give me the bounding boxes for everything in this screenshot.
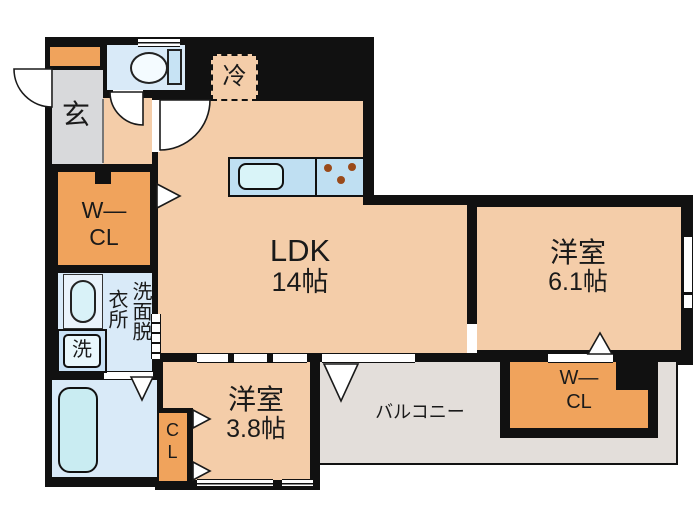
bathtub: [58, 387, 98, 473]
ldk-label: LDK 14帖: [230, 233, 370, 302]
washroom-door: [151, 314, 161, 359]
bedroom-bottom-floor-a: [163, 362, 310, 408]
toilet-door-gap: [113, 90, 143, 99]
window-bedroom-bottom-2: [282, 479, 313, 487]
washer-label: 洗: [72, 339, 92, 361]
window-bedroom-bottom-1: [197, 479, 273, 487]
washroom-label: 洗面脱 衣所: [101, 281, 152, 373]
bedroom-bottom-floor-b: [193, 408, 310, 480]
sliding-door-tick-1: [228, 353, 234, 363]
entrance-hall-divider: [102, 99, 104, 163]
wic-left-line2: CL: [89, 224, 119, 250]
washing-machine: [63, 334, 101, 368]
wic-left-label: W― CL: [58, 197, 150, 253]
wic-right-line1: W―: [559, 367, 599, 389]
ldk-floor-lower: [158, 205, 467, 353]
wic-left-floor: [58, 172, 150, 265]
stove-burner-1: [324, 164, 332, 172]
kitchen-counter-divider: [315, 157, 317, 197]
window-ldk-balcony: [322, 353, 415, 363]
balcony-label: バルコニー: [375, 402, 465, 422]
wic-left-line1: W―: [81, 197, 127, 223]
sliding-door-ldk-bedroom: [197, 353, 307, 363]
toilet-bowl: [130, 52, 168, 84]
stove-burner-3: [337, 176, 345, 184]
bedroom-right-floor: [477, 207, 681, 350]
sliding-door-tick-2: [267, 353, 273, 363]
window-above-toilet: [138, 38, 180, 47]
shoe-cabinet: [50, 47, 100, 66]
entrance-floor: [52, 70, 103, 164]
bedroom-right-name: 洋室: [549, 237, 606, 268]
entrance-label: 玄: [61, 99, 90, 130]
ldk-name: LDK: [269, 233, 331, 268]
wic-right-notch: [616, 362, 648, 390]
wash-basin: [70, 280, 96, 323]
doorway-ldk-bedroom-right: [467, 324, 477, 353]
washroom-label-col-left: 衣所: [105, 289, 127, 329]
wic-right-label: W― CL: [510, 366, 648, 422]
kitchen-sink: [238, 163, 284, 190]
entrance-door-gap: [45, 70, 53, 107]
ldk-size: 14帖: [271, 267, 329, 298]
bedroom-right-size: 6.1帖: [548, 267, 608, 296]
toilet-tank: [167, 49, 182, 85]
stove-burner-2: [348, 163, 356, 171]
bathroom-door-bar: [104, 371, 153, 380]
hallway-floor: [103, 98, 152, 164]
bedroom-bottom-label: 洋室 3.8帖: [186, 384, 326, 455]
washroom-label-col-right: 洗面脱: [129, 281, 151, 341]
bedroom-bottom-size: 3.8帖: [226, 414, 286, 443]
closet-floor: [159, 413, 187, 481]
window-bedroom-right-mullion: [683, 292, 693, 295]
window-bedroom-right: [683, 237, 693, 308]
opening-bedroom-wic: [548, 353, 613, 363]
wic-right-line2: CL: [566, 391, 592, 413]
fridge-label: 冷: [222, 63, 247, 90]
hall-ldk-door-gap: [152, 100, 160, 152]
closet-label: CL: [166, 420, 179, 462]
fridge-space: [211, 54, 258, 101]
bedroom-right-label: 洋室 6.1帖: [508, 237, 648, 304]
wic-left-wall-stub: [95, 171, 111, 184]
bedroom-bottom-name: 洋室: [227, 384, 284, 415]
